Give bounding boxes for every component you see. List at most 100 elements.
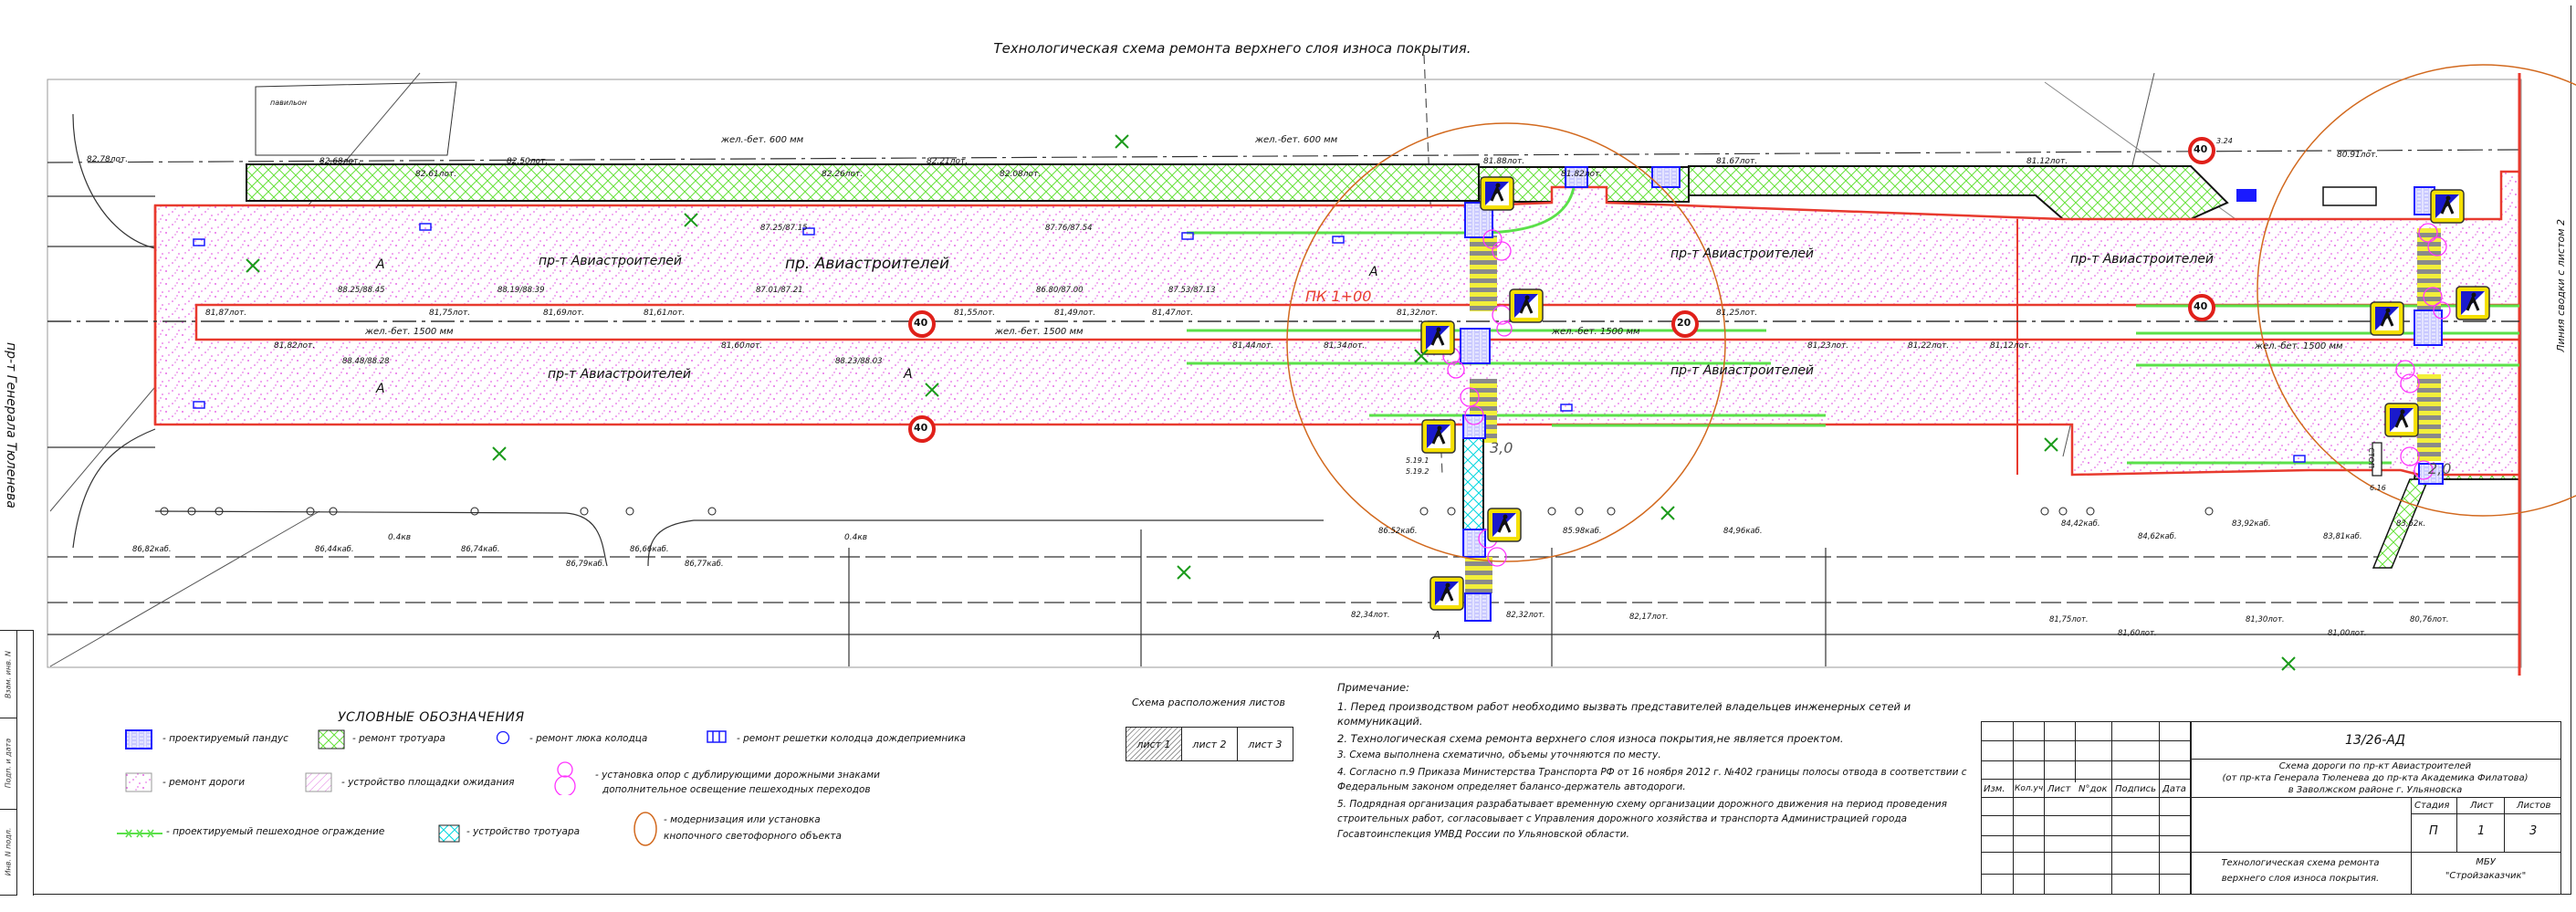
crosswalk-sign-icon	[2383, 402, 2420, 438]
elevation-label: 81.88лот.	[1483, 157, 1525, 166]
pavilion-label: павильон	[270, 99, 307, 107]
elevation-label: 86,77каб.	[685, 560, 724, 569]
match-line-label: Линия сводки с листом 2	[2555, 219, 2567, 352]
crosswalk-sign-icon	[1419, 320, 1456, 356]
elevation-label: 85.98каб.	[1563, 527, 1602, 536]
elevation-label: 81,60лот.	[721, 341, 763, 351]
object-name: в Заволжском районе г. Ульяновска	[2288, 785, 2463, 795]
crosswalk-sign-icon	[1508, 288, 1545, 324]
fence-swatch-icon	[117, 829, 162, 838]
stamp-column-header: Подпись	[2115, 784, 2156, 794]
speed-limit-value: 20	[1677, 317, 1691, 329]
sidewalk-width: 2,0	[2428, 460, 2452, 477]
elevation-label: 81,25лот.	[1716, 309, 1758, 318]
elevation-label: 81,55лот.	[954, 309, 996, 318]
zone-letter: А	[904, 367, 913, 382]
object-name: (от пр-кта Генерала Тюленева до пр-кта А…	[2222, 773, 2529, 783]
elevation-label: 82,34лот.	[1351, 611, 1390, 620]
legend-title: УСЛОВНЫЕ ОБОЗНАЧЕНИЯ	[338, 710, 525, 725]
legend-label: - ремонт дороги	[162, 777, 246, 788]
elevation-label: 81,75лот.	[2049, 615, 2089, 624]
ramp-swatch-icon	[125, 729, 152, 750]
stage-value: П	[2429, 824, 2438, 838]
elevation-label: 86,82каб.	[132, 545, 172, 554]
note-item: 1. Перед производством работ необходимо …	[1337, 699, 1911, 729]
manhole-swatch-icon	[496, 730, 510, 745]
elevation-label: 88.25/88.45	[338, 286, 385, 295]
elevation-label: 82,32лот.	[1506, 611, 1545, 620]
elevation-label: 83,81каб.	[2323, 532, 2362, 541]
survey-base-lines	[47, 54, 2520, 667]
pipe-label: жел.-бет. 1500 мм	[995, 327, 1084, 337]
sheet-layout-cell: лист 1	[1126, 728, 1182, 760]
street-label-main: пр-т Авиастроителей	[1670, 363, 1815, 378]
street-label-main: пр-т Авиастроителей	[539, 254, 683, 268]
elevation-label: 81,87лот.	[205, 309, 247, 318]
legend-label: - проектируемый пандус	[162, 733, 288, 744]
pipe-label: жел.-бет. 1500 мм	[1552, 327, 1640, 337]
zone-letter: А	[376, 382, 385, 396]
note-item: 3. Схема выполнена схематично, объемы ут…	[1337, 750, 1661, 760]
crosswalk-sign-icon	[1479, 175, 1515, 212]
side-stamp-label: Подп. и дата	[4, 738, 13, 789]
drawing-name: верхнего слоя износа покрытия.	[2221, 874, 2380, 884]
elevation-label: 88.23/88.03	[835, 357, 883, 366]
sheet-layout-title: Схема расположения листов	[1132, 697, 1285, 708]
object-name: Схема дороги по пр-кт Авиастроителей	[2278, 761, 2472, 771]
elevation-label: 84,96каб.	[1723, 527, 1763, 536]
elevation-label: 82.21лот.	[927, 157, 969, 166]
stop-sign-label: СТОП	[2366, 447, 2375, 468]
ramps	[1460, 166, 2444, 622]
cable-label: 0.4кв	[388, 533, 412, 542]
side-stamp: Взам. инв. N Подп. и дата Инв. N подл.	[0, 630, 34, 896]
elevation-label: 81,47лот.	[1152, 309, 1194, 318]
stamp-column-header: N°док	[2079, 784, 2108, 794]
crosswalk-sign-icon	[2429, 188, 2466, 225]
elevation-label: 87.25/87.15	[760, 224, 808, 233]
elevation-label: 86,79каб.	[566, 560, 605, 569]
side-stamp-label: Взам. инв. N	[4, 650, 13, 698]
light-pole-swatch-icon	[554, 761, 576, 795]
notes: Примечание: 1. Перед производством работ…	[1337, 680, 1976, 844]
stamp-column-header: Дата	[2162, 784, 2186, 794]
elevation-label: 87.53/87.13	[1168, 286, 1216, 295]
sidewalk-width: 3,0	[1490, 439, 1513, 456]
zone-letter: А	[1433, 629, 1441, 642]
crosswalk-sign-code: 5.19.1	[1406, 456, 1429, 465]
sidewalk-new-swatch-icon	[438, 824, 460, 843]
sheet-layout-cell: лист 3	[1248, 738, 1283, 750]
street-label-left: пр-т Генерала Тюленева	[4, 342, 18, 508]
crosswalk-sign-icon	[1429, 575, 1465, 612]
stamp-column-header: Изм.	[1984, 784, 2005, 794]
crosswalk-sign-icon	[1420, 418, 1457, 455]
elevation-label: 81,69лот.	[543, 309, 585, 318]
elevation-label: 81.12лот.	[2026, 157, 2068, 166]
elevation-label: 86.52каб.	[1378, 527, 1418, 536]
elevation-label: 88.19/88.39	[497, 286, 545, 295]
legend-label: - устройство площадки ожидания	[341, 777, 515, 788]
sheets-value: 3	[2529, 824, 2538, 838]
pipe-label-top: жел.-бет. 600 мм	[721, 135, 804, 145]
speed-sign-code: 3.24	[2216, 137, 2233, 145]
elevation-label: 81,22лот.	[1908, 341, 1950, 351]
elevation-label: 82.61лот.	[415, 170, 457, 179]
pipe-label: жел.-бет. 1500 мм	[2255, 341, 2343, 351]
legend-label: - ремонт тротуара	[352, 733, 445, 744]
road-repair-swatch-icon	[125, 772, 152, 792]
side-stamp-cell: Взам. инв. N	[0, 631, 17, 718]
elevation-label: 82.50лот.	[507, 157, 549, 166]
elevation-label: 81.82лот.	[1561, 170, 1603, 179]
project-code: 13/26-АД	[2345, 733, 2405, 748]
side-stamp-cell: Подп. и дата	[0, 718, 17, 810]
traffic-light-swatch-icon	[634, 812, 657, 846]
sheet-value: 1	[2477, 824, 2486, 838]
street-label-main: пр-т Авиастроителей	[2070, 252, 2215, 267]
sidewalk-repair-swatch-icon	[318, 729, 345, 750]
elevation-label: 87.01/87.21	[756, 286, 803, 295]
grates	[193, 223, 2306, 463]
elevation-label: 82.78лот.	[87, 155, 129, 164]
waiting-area-swatch-icon	[305, 772, 332, 792]
elevation-label: 81,12лот.	[1990, 341, 2032, 351]
sheets-label: Листов	[2517, 801, 2551, 811]
tree-removal-marks	[246, 134, 2296, 671]
